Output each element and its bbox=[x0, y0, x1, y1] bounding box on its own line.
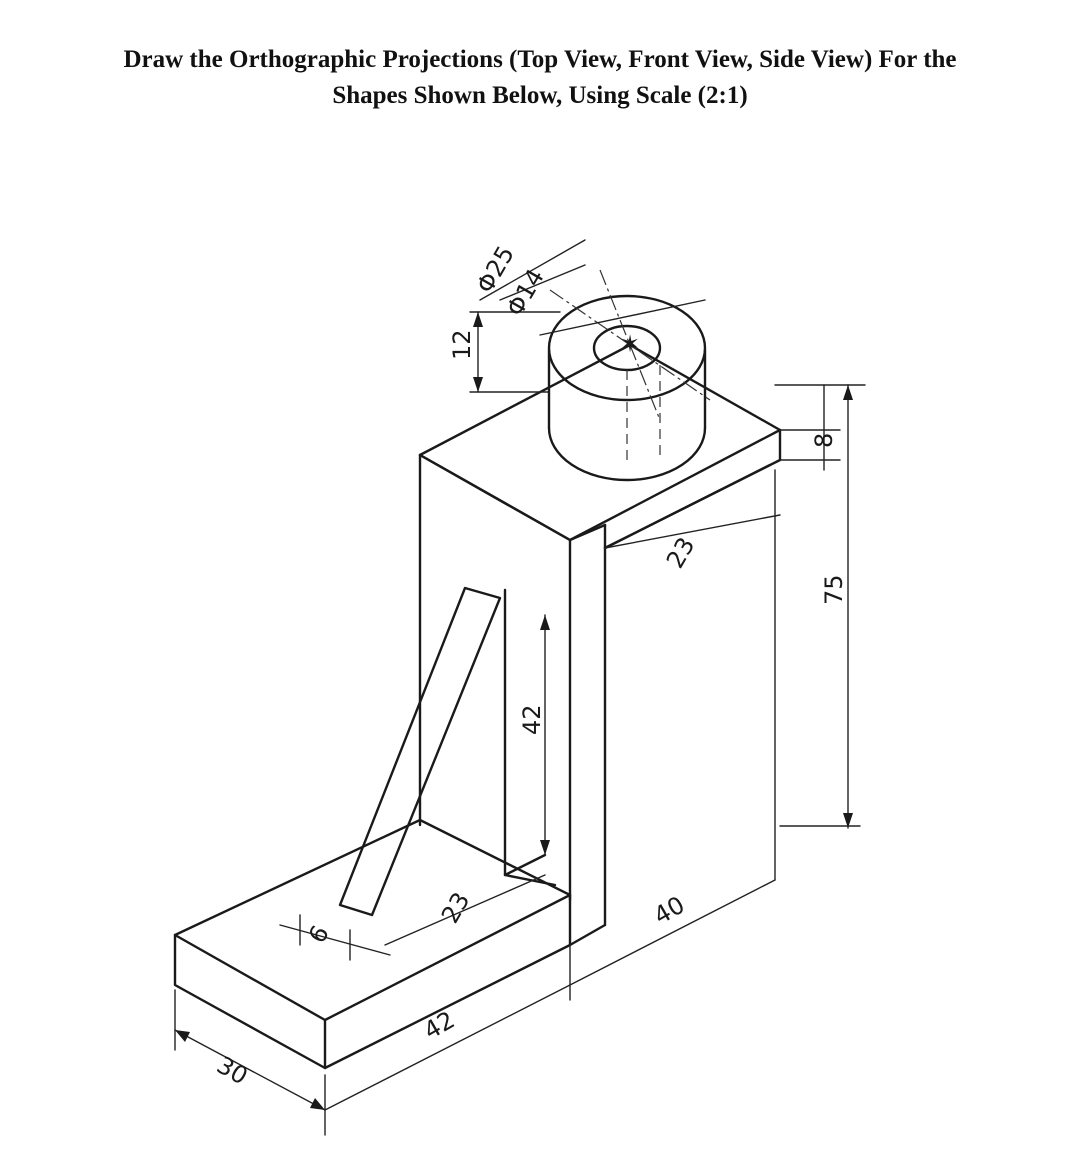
cylinder-boss: ✶ bbox=[547, 269, 711, 482]
heading-line-2: Shapes Shown Below, Using Scale (2:1) bbox=[332, 82, 748, 109]
dim-top-width: 23 bbox=[661, 533, 701, 573]
heading-line-1: Draw the Orthographic Projections (Top V… bbox=[123, 46, 957, 73]
dim-base-width: 30 bbox=[212, 1051, 252, 1091]
dim-slot-height: 42 bbox=[518, 704, 546, 735]
dim-slot-width: 23 bbox=[436, 888, 476, 928]
base-block bbox=[173, 818, 572, 1070]
dim-rib-thickness: 6 bbox=[303, 921, 335, 948]
dimension-labels: Φ25 Φ14 12 8 75 23 42 23 6 40 42 30 bbox=[212, 241, 848, 1090]
dim-depth: 40 bbox=[649, 891, 689, 931]
dim-overall-height: 75 bbox=[820, 574, 848, 605]
dimension-lines bbox=[174, 239, 866, 1136]
dim-top-offset: 8 bbox=[810, 433, 838, 448]
task-heading: Draw the Orthographic Projections (Top V… bbox=[40, 42, 1040, 114]
upright-column bbox=[418, 343, 782, 947]
svg-text:✶: ✶ bbox=[620, 330, 640, 358]
rib bbox=[338, 586, 502, 917]
dim-cyl-height: 12 bbox=[448, 329, 476, 360]
dim-base-length: 42 bbox=[419, 1006, 459, 1046]
